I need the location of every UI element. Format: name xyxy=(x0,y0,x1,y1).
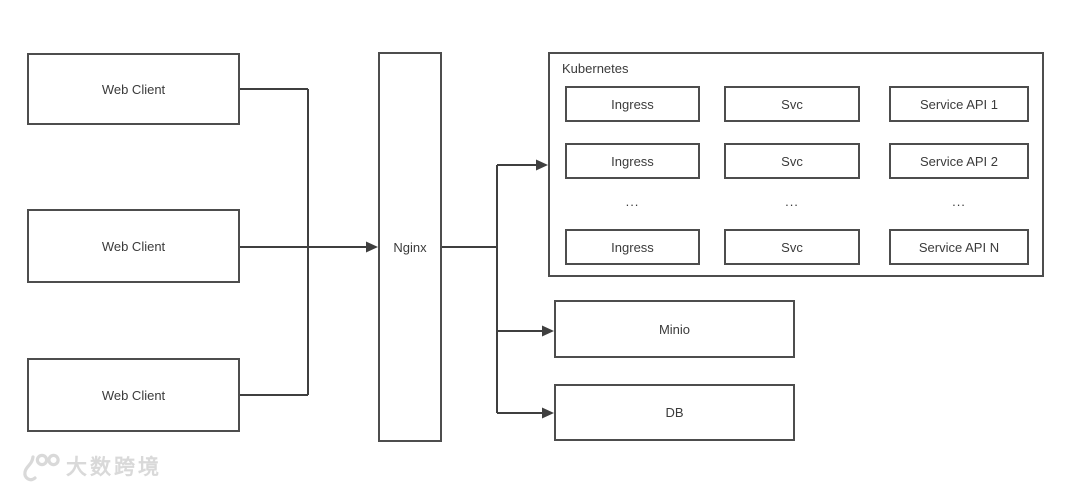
nginx-box: Nginx xyxy=(378,52,442,442)
web-client-box-2: Web Client xyxy=(27,209,240,283)
ingress-box-n: Ingress xyxy=(565,229,700,265)
watermark: 大数跨境 xyxy=(22,451,162,485)
service-api-ellipsis: ... xyxy=(952,193,966,209)
web-client-box-1: Web Client xyxy=(27,53,240,125)
ingress-box-2: Ingress xyxy=(565,143,700,179)
ingress-ellipsis: ... xyxy=(625,193,640,209)
arrowhead-nginx xyxy=(366,241,378,253)
ingress-box-1: Ingress xyxy=(565,86,700,122)
svc-box-n: Svc xyxy=(724,229,860,265)
arrowhead-minio xyxy=(542,325,554,337)
kubernetes-title: Kubernetes xyxy=(562,61,629,76)
db-box: DB xyxy=(554,384,795,441)
minio-box: Minio xyxy=(554,300,795,358)
watermark-logo-icon xyxy=(23,453,60,482)
service-api-box-n: Service API N xyxy=(889,229,1029,265)
service-api-box-1: Service API 1 xyxy=(889,86,1029,122)
arrowhead-db xyxy=(542,407,554,419)
svc-ellipsis: ... xyxy=(785,193,799,209)
svc-box-2: Svc xyxy=(724,143,860,179)
arrowhead-kubernetes xyxy=(536,159,548,171)
watermark-text: 大数跨境 xyxy=(66,456,162,479)
service-api-box-2: Service API 2 xyxy=(889,143,1029,179)
web-client-box-3: Web Client xyxy=(27,358,240,432)
svc-box-1: Svc xyxy=(724,86,860,122)
